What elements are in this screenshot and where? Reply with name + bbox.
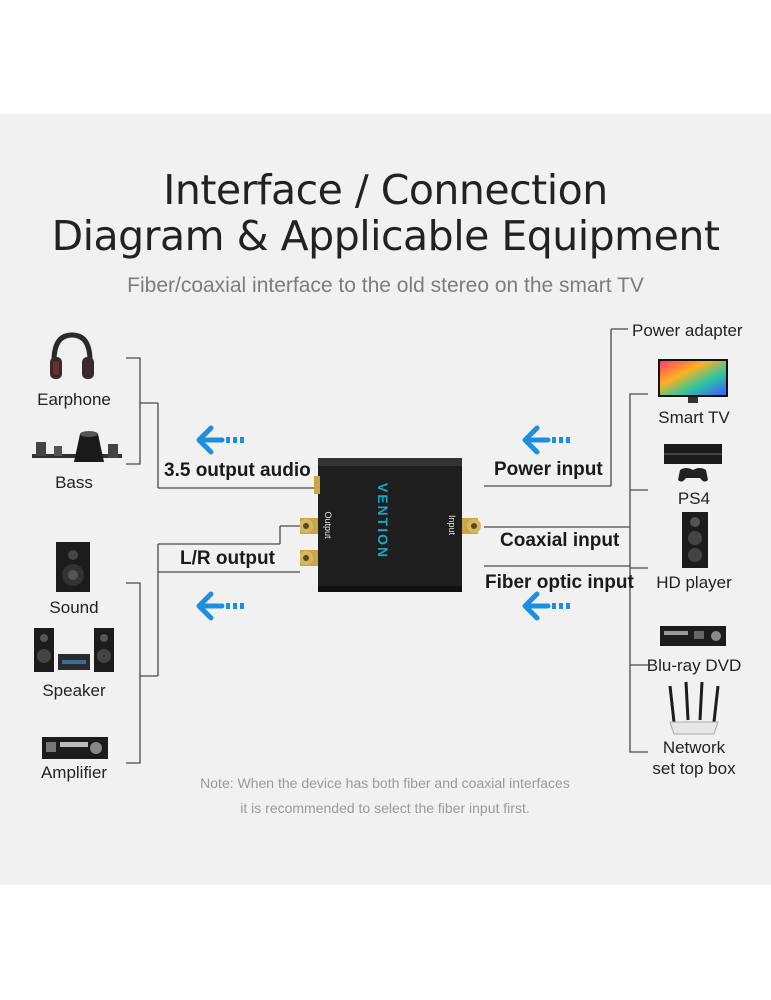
arrow-left-icon [196, 591, 244, 621]
tower-speaker-icon [682, 512, 708, 568]
note-line-1: Note: When the device has both fiber and… [200, 775, 570, 791]
game-console-icon [664, 444, 722, 482]
device-label-speaker: Speaker [42, 681, 106, 700]
device-label-network: Network [662, 738, 726, 757]
smart-tv-icon [658, 359, 728, 403]
device-label-bass: Bass [55, 473, 93, 492]
amplifier-icon [42, 737, 108, 759]
device-label-ps4: PS4 [677, 489, 711, 508]
speaker-system-icon [34, 628, 114, 672]
note-line-2: it is recommended to select the fiber in… [240, 800, 530, 816]
device-label-hd-player: HD player [656, 573, 732, 592]
device-label-bluray: Blu-ray DVD [646, 656, 742, 675]
dvd-player-icon [660, 626, 726, 646]
device-label-amplifier: Amplifier [40, 763, 108, 782]
output-port-label: Output [323, 511, 333, 539]
connection-label-lr-output: L/R output [180, 548, 275, 569]
subtitle: Fiber/coaxial interface to the old stere… [127, 274, 644, 297]
arrow-left-icon [522, 425, 570, 455]
subwoofer-icon [32, 431, 122, 462]
device-label-earphone: Earphone [37, 390, 111, 409]
title-line-1: Interface / Connection [163, 166, 608, 214]
connection-label-coaxial-input: Coaxial input [500, 530, 620, 551]
headphones-icon [50, 332, 94, 379]
connection-label-power-input: Power input [494, 459, 603, 480]
connection-label-audio-35: 3.5 output audio [164, 460, 311, 481]
title-line-2: Diagram & Applicable Equipment [51, 212, 720, 260]
input-port-label: Input [447, 514, 457, 536]
device-label-set-top-box: set top box [652, 759, 736, 778]
note: Note: When the device has both fiber and… [140, 771, 630, 821]
arrow-left-icon [196, 425, 244, 455]
converter-device: VENTION Output Input [299, 456, 484, 594]
speaker-icon [56, 542, 90, 592]
device-label-sound: Sound [49, 598, 99, 617]
router-icon [668, 681, 720, 735]
connection-label-fiber-input: Fiber optic input [485, 572, 634, 593]
device-label-smart-tv: Smart TV [658, 408, 730, 427]
arrow-left-icon [522, 591, 570, 621]
brand-logo: VENTION [375, 482, 391, 560]
device-label-power-adapter: Power adapter [632, 321, 743, 340]
